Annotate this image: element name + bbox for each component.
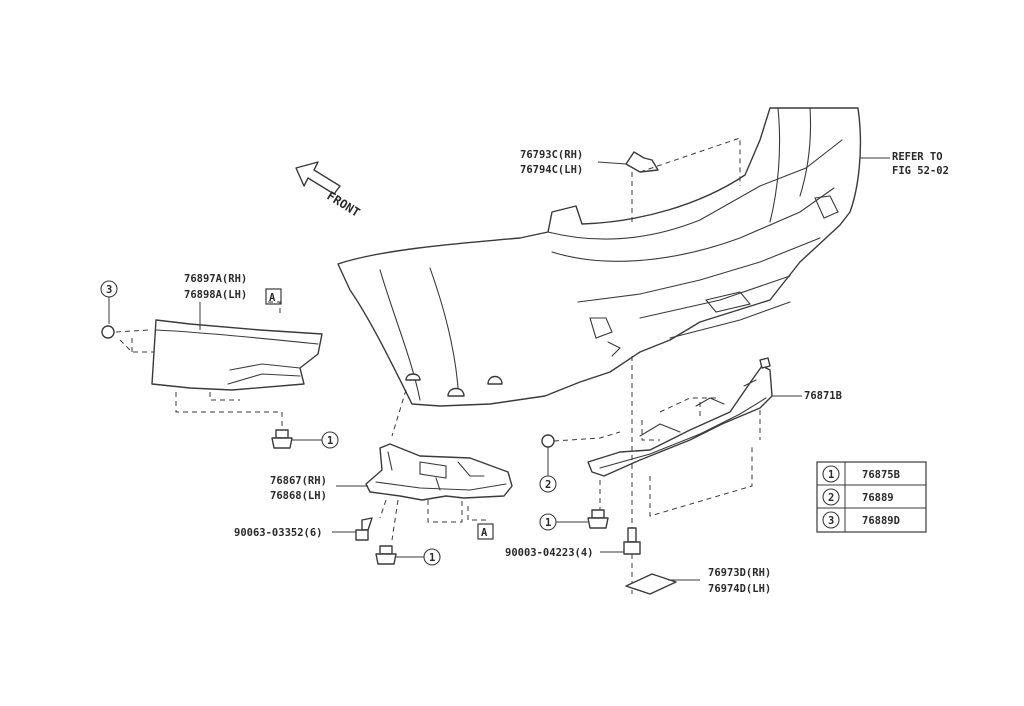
screw-1-left-icon[interactable] bbox=[271, 429, 293, 449]
label-76897a: 76897A(RH) bbox=[184, 273, 247, 285]
callout-3-text: 3 bbox=[106, 284, 112, 296]
refer-to-line1: REFER TO bbox=[892, 151, 943, 163]
legend-num-2: 2 bbox=[828, 492, 834, 504]
side-extension-76897a[interactable] bbox=[151, 319, 323, 391]
label-76867: 76867(RH) bbox=[270, 475, 327, 487]
retainer-76867[interactable] bbox=[365, 443, 513, 501]
rear-bumper-cover[interactable] bbox=[337, 107, 862, 407]
label-76974d: 76974D(LH) bbox=[708, 583, 771, 595]
callout-1-text-c: 1 bbox=[545, 517, 551, 529]
screw-90003-icon[interactable] bbox=[623, 527, 641, 555]
legend-part-1: 76875B bbox=[862, 469, 900, 481]
callout-box-a-lower: A bbox=[481, 527, 488, 539]
legend-num-3: 3 bbox=[828, 515, 834, 527]
legend-table: 1 76875B 2 76889 3 76889D bbox=[816, 461, 927, 533]
clip-3-icon[interactable] bbox=[101, 325, 115, 339]
label-76793c: 76793C(RH) bbox=[520, 149, 583, 161]
front-direction-arrow: FRONT bbox=[295, 161, 362, 220]
label-76973d: 76973D(RH) bbox=[708, 567, 771, 579]
label-76794c: 76794C(LH) bbox=[520, 164, 583, 176]
refer-to-line2: FIG 52-02 bbox=[892, 165, 949, 177]
label-76868: 76868(LH) bbox=[270, 490, 327, 502]
legend-part-2: 76889 bbox=[862, 492, 894, 504]
screw-1-right-icon[interactable] bbox=[587, 509, 609, 529]
screw-90063-icon[interactable] bbox=[355, 517, 373, 541]
callout-1-text-a: 1 bbox=[327, 435, 333, 447]
lower-diffuser-76871b[interactable] bbox=[587, 357, 773, 477]
label-76898a: 76898A(LH) bbox=[184, 289, 247, 301]
screw-1-center-icon[interactable] bbox=[375, 545, 397, 565]
legend-num-1: 1 bbox=[828, 469, 834, 481]
label-76871b: 76871B bbox=[804, 390, 842, 402]
front-label: FRONT bbox=[324, 189, 362, 220]
callout-2-text: 2 bbox=[545, 479, 551, 491]
label-90063: 90063-03352(6) bbox=[234, 527, 323, 539]
bracket-76793c[interactable] bbox=[625, 151, 659, 173]
callout-box-a-upper: A bbox=[269, 292, 276, 304]
clip-2-icon[interactable] bbox=[541, 434, 555, 448]
label-90003: 90003-04223(4) bbox=[505, 547, 594, 559]
callout-1-text-b: 1 bbox=[429, 552, 435, 564]
plate-76973d[interactable] bbox=[625, 573, 677, 595]
legend-part-3: 76889D bbox=[862, 515, 900, 527]
